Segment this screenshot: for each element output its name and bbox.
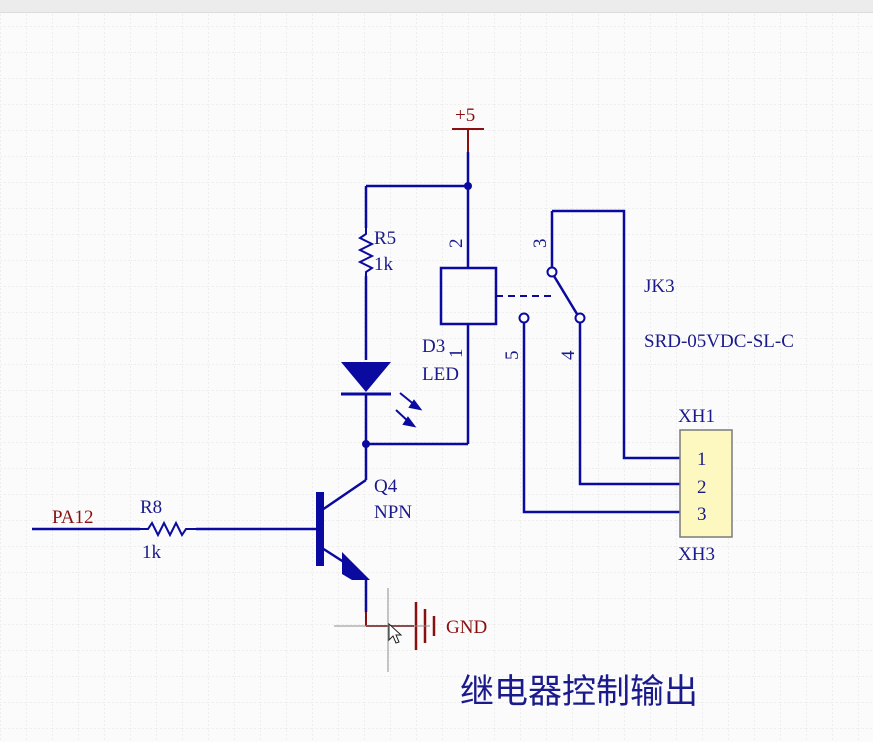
d3-value: LED [422,364,459,385]
relay-pin-2: 2 [446,239,467,249]
resistor-r8[interactable]: R8 1k [140,497,196,563]
relay-switch-arm [552,275,579,315]
r8-value: 1k [142,542,162,563]
q4-designator: Q4 [374,476,398,497]
jk3-designator: JK3 [644,276,675,297]
connector-xh[interactable]: XH1 1 2 3 XH3 [678,406,733,565]
transistor-q4[interactable]: Q4 NPN [312,476,412,580]
xh-pin-1: 1 [697,449,707,470]
pa12-label: PA12 [52,507,94,528]
q4-type: NPN [374,502,412,523]
r5-designator: R5 [374,228,396,249]
pa12-net-label[interactable]: PA12 [52,507,94,528]
grid-background [0,14,873,742]
relay-contact-com [546,266,558,278]
r8-designator: R8 [140,497,162,518]
relay-contact-no [574,312,586,324]
xh-bottom-designator: XH3 [678,544,715,565]
relay-pin-3: 3 [530,239,551,249]
gnd-label: GND [446,617,487,638]
editor-top-bar [0,0,873,13]
vcc-power-port[interactable]: +5 [452,105,484,152]
emitter-arrow-icon [342,552,370,580]
xh-pin-2: 2 [697,477,707,498]
d3-designator: D3 [422,336,445,357]
relay-pin-5: 5 [502,351,523,361]
r5-value: 1k [374,254,394,275]
led-emission-arrows-icon [395,392,423,428]
vcc-label: +5 [455,105,475,126]
xh-top-designator: XH1 [678,406,715,427]
junctions [362,182,472,448]
crosshair-cursor-icon [334,588,430,672]
wires [32,152,680,612]
xh-pin-3: 3 [697,504,707,525]
relay-contact-nc [518,312,530,324]
led-d3[interactable]: D3 LED [341,336,459,428]
connector-body [679,429,733,538]
relay-pin-4: 4 [558,350,579,360]
page-title: 继电器控制输出 [460,672,698,712]
resistor-r5[interactable]: R5 1k [357,228,396,276]
relay-pin-1: 1 [446,349,467,359]
relay-jk3[interactable]: 2 1 3 5 4 JK3 SRD-05VDC-SL-C [439,239,794,361]
jk3-part-number: SRD-05VDC-SL-C [644,331,794,352]
